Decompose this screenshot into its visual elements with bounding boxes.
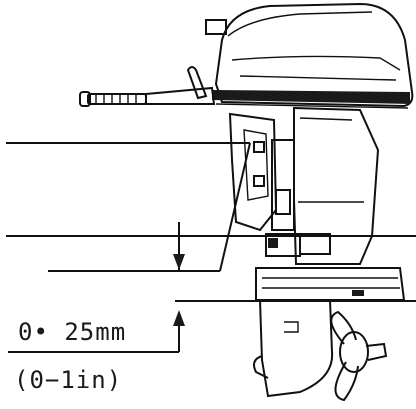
lower-unit-detail (284, 321, 299, 333)
cowling-latch (205, 19, 227, 35)
water-inlet-mark (352, 290, 364, 296)
cowling-contour-2 (231, 55, 401, 71)
propeller-blade-lower (334, 361, 359, 402)
engine-cowling (214, 2, 414, 108)
midsection-housing (293, 106, 380, 265)
cowling-seal-band (212, 90, 410, 104)
clamp-bolt-2 (253, 175, 265, 187)
propeller-nut (365, 342, 388, 361)
cowling-contour-3 (239, 75, 397, 81)
midsection-line-1 (299, 117, 353, 121)
tilt-pin (275, 189, 291, 215)
anti-cavitation-plate (255, 267, 406, 301)
outboard-motor (79, 2, 414, 402)
boat-hull (6, 142, 416, 272)
upper-arrow-head (173, 254, 185, 270)
clamp-handle (299, 233, 331, 255)
cowling-contour-1 (227, 11, 373, 37)
tiller-end-cap (79, 91, 91, 107)
propeller-blade-upper (330, 310, 357, 345)
lower-unit (258, 299, 334, 398)
dimension-imperial-label: (0−1in) (14, 366, 122, 394)
lower-cowl-line (215, 103, 409, 109)
dimension-metric-label: 0• 25mm (18, 318, 126, 346)
clamp-bracket (228, 112, 295, 232)
tiller-handle (79, 66, 216, 107)
lower-arrow-head (173, 310, 185, 326)
clamp-screw-block (265, 233, 301, 257)
clamp-bracket-inner (243, 129, 269, 201)
shift-lever (186, 66, 208, 100)
clamp-screw-head (268, 238, 278, 248)
clamp-bracket-body (228, 112, 278, 232)
clamp-bolt-1 (253, 141, 265, 153)
propeller (330, 310, 388, 402)
skeg-front (253, 355, 269, 379)
tiller-arm (145, 86, 216, 105)
